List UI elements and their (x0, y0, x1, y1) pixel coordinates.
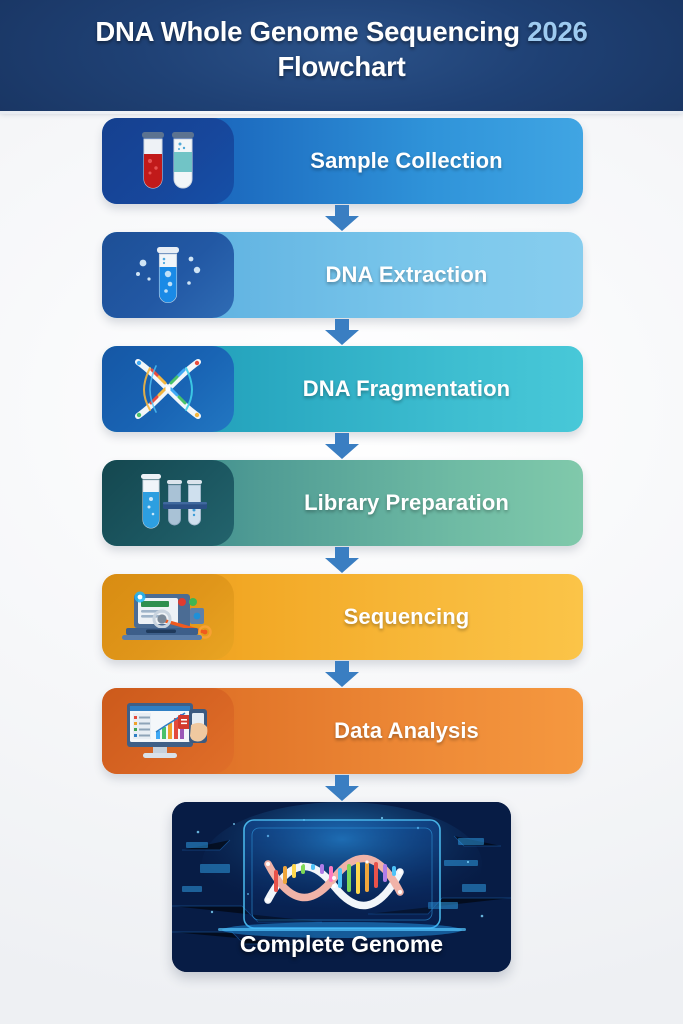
step-label: Sequencing (343, 604, 470, 629)
arrow-down-icon (324, 547, 359, 573)
step-label: Library Preparation (304, 490, 509, 515)
arrow-down-icon (324, 319, 359, 345)
step-card-sample-collection[interactable]: Sample Collection (102, 118, 583, 204)
glowing-dna-double-helix-icon (172, 802, 511, 972)
step-label: Data Analysis (334, 718, 479, 743)
test-tube-rack-icon (102, 460, 234, 546)
step-card-library-preparation[interactable]: Library Preparation (102, 460, 583, 546)
page-title-main: DNA Whole Genome Sequencing (95, 16, 528, 47)
crossed-dna-strands-icon (102, 346, 234, 432)
header-title-block: DNA Whole Genome Sequencing 2026 Flowcha… (0, 14, 683, 84)
arrow-down-icon (324, 661, 359, 687)
step-label: DNA Fragmentation (302, 376, 511, 401)
step-card-dna-extraction[interactable]: DNA Extraction (102, 232, 583, 318)
flow-arrow-4 (0, 546, 683, 574)
flow-step-5: Sequencing (0, 574, 683, 660)
flowchart-steps: Sample Collection (0, 118, 683, 992)
flow-arrow-5 (0, 660, 683, 688)
flow-arrow-2 (0, 318, 683, 346)
flow-step-6: Data Analysis (0, 688, 683, 774)
sequencer-machine-icon (102, 574, 234, 660)
monitor-with-charts-icon (102, 688, 234, 774)
arrow-down-icon (324, 775, 359, 801)
step-label: Sample Collection (310, 148, 503, 173)
flow-step-3: DNA Fragmentation (0, 346, 683, 432)
flow-step-4: Library Preparation (0, 460, 683, 546)
step-card-dna-fragmentation[interactable]: DNA Fragmentation (102, 346, 583, 432)
step-card-sequencing[interactable]: Sequencing (102, 574, 583, 660)
page-title-line-1: DNA Whole Genome Sequencing 2026 (24, 14, 659, 49)
page-title-year: 2026 (527, 16, 588, 47)
flow-arrow-3 (0, 432, 683, 460)
header-divider (0, 111, 683, 114)
flow-final-node: Complete Genome (0, 802, 683, 992)
arrow-down-icon (324, 433, 359, 459)
arrow-down-icon (324, 205, 359, 231)
step-card-data-analysis[interactable]: Data Analysis (102, 688, 583, 774)
flow-step-1: Sample Collection (0, 118, 683, 204)
flow-arrow-6 (0, 774, 683, 802)
header-banner: DNA Whole Genome Sequencing 2026 Flowcha… (0, 0, 683, 111)
flow-step-2: DNA Extraction (0, 232, 683, 318)
flow-arrow-1 (0, 204, 683, 232)
final-card-complete-genome[interactable]: Complete Genome (172, 802, 511, 972)
page-title-line-2: Flowchart (277, 51, 406, 82)
blood-and-sample-test-tubes-icon (102, 118, 234, 204)
final-label: Complete Genome (239, 931, 444, 957)
test-tube-with-bubbles-icon (102, 232, 234, 318)
step-label: DNA Extraction (325, 262, 488, 287)
